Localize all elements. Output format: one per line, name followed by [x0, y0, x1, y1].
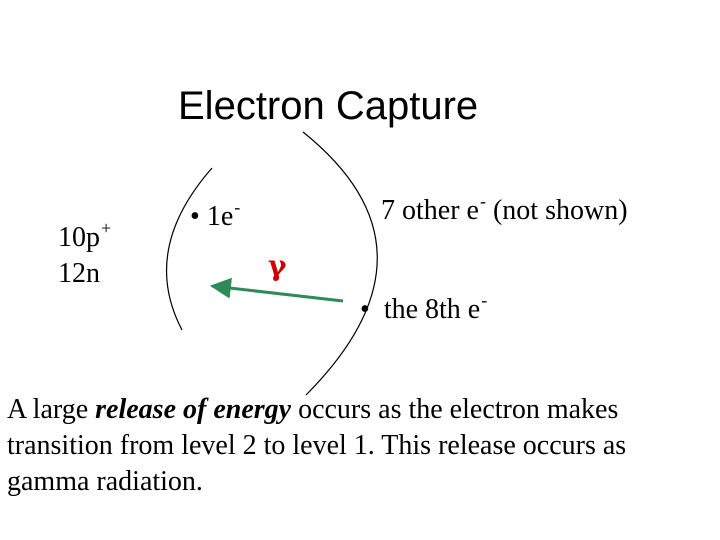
inner-shell-electron-label: • 1e-: [190, 197, 241, 232]
electron-charge: -: [479, 191, 486, 211]
electron-charge: -: [481, 290, 488, 310]
outer-shell-arc: [302, 131, 378, 396]
electron-charge: -: [234, 197, 241, 217]
transition-arrow: [209, 277, 344, 303]
bullet: •: [360, 294, 370, 325]
eighth-electron-label: • the 8th e-: [360, 290, 488, 325]
nucleus-protons: 10p+: [58, 218, 112, 253]
slide-title: Electron Capture: [178, 84, 479, 128]
bullet: •: [190, 201, 200, 232]
description-paragraph: A large release of energy occurs as the …: [7, 394, 627, 497]
emphasis-text: release of energy: [95, 394, 292, 425]
nucleus-neutrons: 12n: [58, 258, 100, 289]
gamma-symbol: γ: [268, 249, 287, 282]
inner-shell-arc: [165, 167, 213, 331]
proton-charge: +: [101, 218, 112, 238]
other-electrons-label: 7 other e- (not shown): [381, 191, 628, 226]
